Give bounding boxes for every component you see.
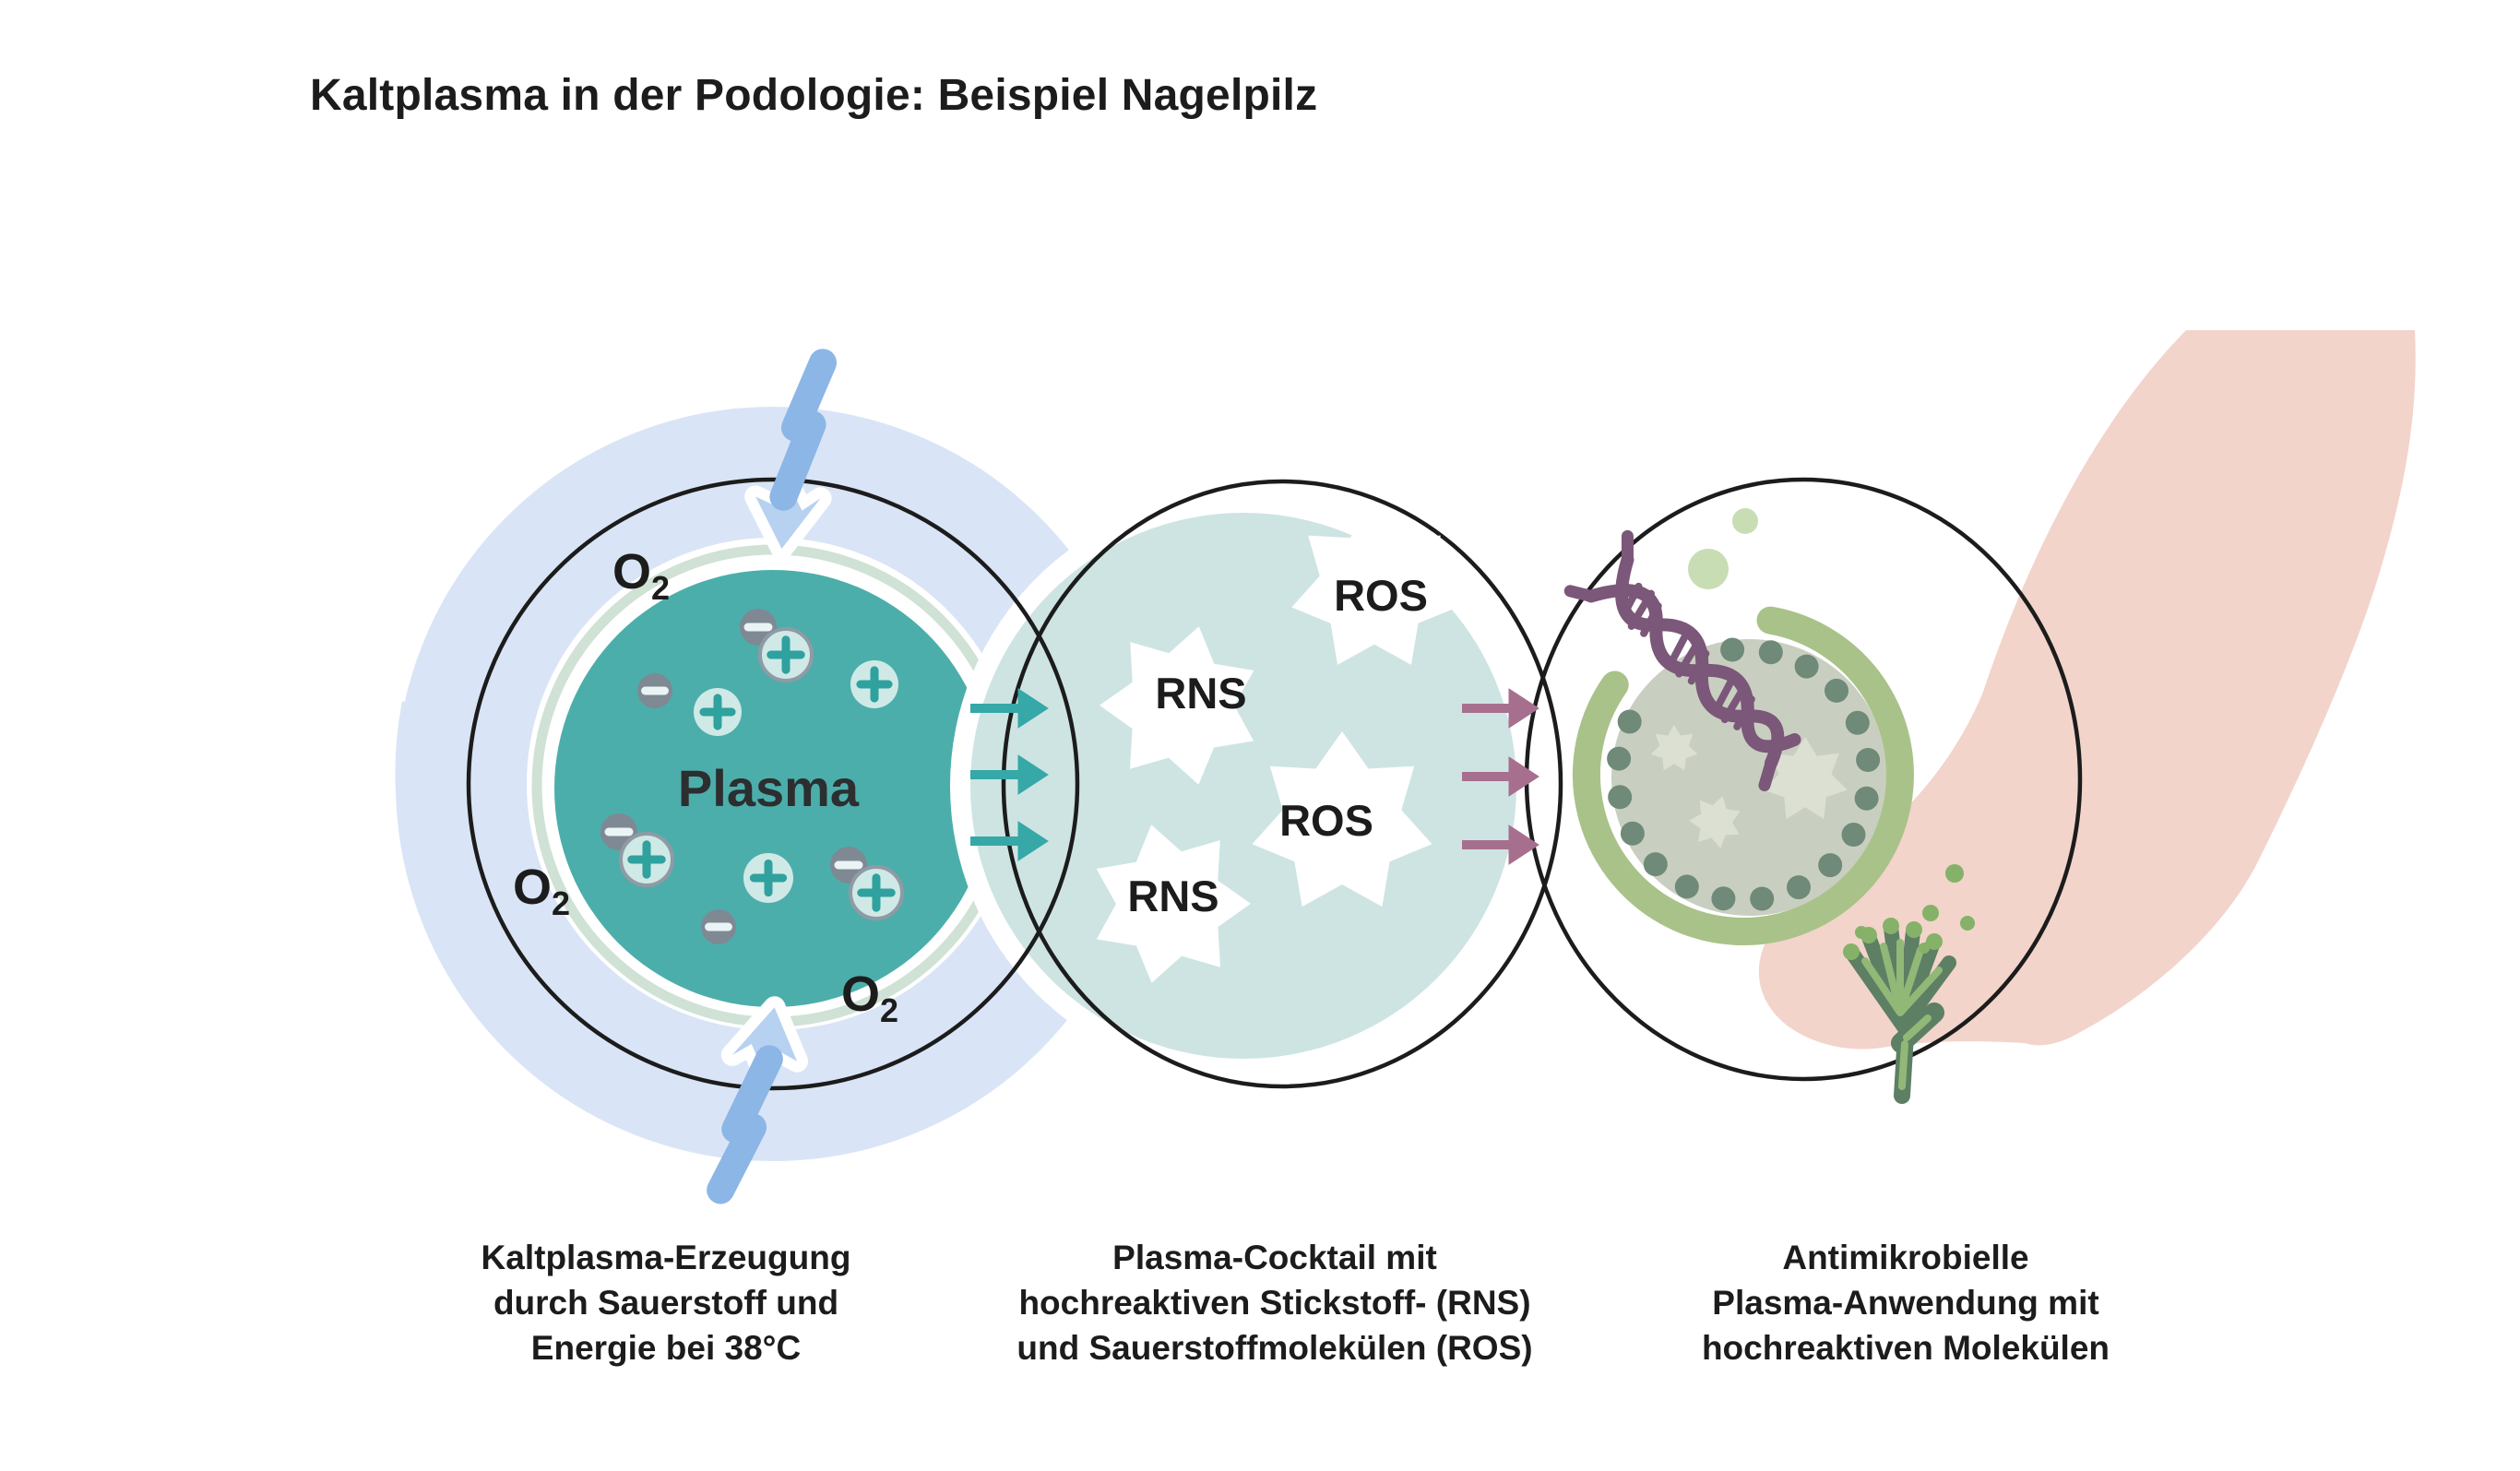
microbe-icon — [1563, 508, 1914, 945]
plasma-charges — [600, 609, 904, 944]
microbe-star — [1650, 725, 1698, 771]
microbe-dot — [1617, 709, 1642, 734]
burst-star — [1291, 504, 1457, 665]
microbe-star — [1763, 737, 1848, 820]
ros-label-top: ROS — [1334, 571, 1428, 620]
microbe-dot — [1750, 886, 1775, 911]
arrow-right-icon — [970, 821, 1049, 861]
outer-gas-ring-swoosh — [395, 701, 587, 1059]
dna-icon — [1563, 529, 1801, 792]
circle-2-outline — [1001, 479, 1563, 1089]
plus-ion-icon — [758, 627, 814, 682]
arrow-right-icon — [970, 754, 1049, 795]
microbe-dot — [1674, 874, 1699, 899]
microbe-dot — [1845, 710, 1870, 735]
microbe-dot — [1720, 637, 1745, 662]
fungus-icon — [1843, 864, 1975, 1104]
microbe-dot — [1643, 852, 1668, 877]
burst-star — [1096, 824, 1251, 983]
o2-label-bottom: O2 — [841, 967, 898, 1029]
microbe-dot — [1608, 785, 1633, 810]
microbe-dot — [1841, 823, 1866, 847]
caption-antimicrobial-application: Antimikrobielle Plasma-Anwendung mit hoc… — [1701, 1239, 2110, 1367]
rns-label-left: RNS — [1155, 669, 1246, 718]
arrow-right-icon — [1462, 688, 1539, 729]
burst-star — [1100, 626, 1254, 785]
plus-ion-icon — [619, 832, 674, 887]
o2-label-top: O2 — [612, 544, 670, 607]
page-title: Kaltplasma in der Podologie: Beispiel Na… — [310, 71, 1318, 120]
caption-plasma-cocktail: Plasma-Cocktail mit hochreaktiven Sticks… — [1016, 1239, 1533, 1367]
plus-ion-icon — [694, 688, 742, 736]
arrow-right-icon — [1462, 824, 1539, 865]
arrow-right-icon — [970, 688, 1049, 729]
bubble-icon — [1732, 508, 1758, 534]
microbe-dot — [1607, 746, 1632, 771]
microbe-green-arc — [1573, 606, 1914, 945]
foot-illustration — [1758, 330, 2416, 1050]
lightning-bolt-icon-bottom — [707, 996, 809, 1204]
minus-ion-icon — [701, 909, 736, 944]
plus-ion-icon — [850, 660, 898, 708]
microbe-body — [1611, 639, 1888, 916]
ros-label-center: ROS — [1279, 796, 1373, 845]
arrow-right-icon — [1462, 756, 1539, 797]
plus-ion-icon — [743, 853, 793, 903]
burst-star — [1252, 731, 1432, 908]
minus-ion-icon — [637, 673, 672, 708]
lightning-bolt-icon-top — [744, 349, 838, 560]
caption-plasma-generation: Kaltplasma-Erzeugung durch Sauerstoff un… — [481, 1239, 851, 1367]
microbe-inner-stars — [1650, 725, 1848, 848]
microbe-dot — [1711, 886, 1736, 911]
microbe-dot — [1758, 640, 1783, 665]
microbe-membrane-dots — [1607, 637, 1881, 911]
fungus-spore-dots — [1855, 864, 1975, 954]
o2-label-left: O2 — [513, 860, 570, 922]
microbe-dot — [1818, 853, 1843, 878]
plus-ion-icon — [849, 865, 904, 920]
microbe-dot — [1825, 678, 1848, 703]
bubble-icon — [1688, 549, 1729, 589]
microbe-dot — [1856, 748, 1881, 772]
rns-label-bottom: RNS — [1127, 872, 1218, 920]
circle-1-outline — [466, 477, 1080, 1091]
microbe-dot — [1794, 654, 1819, 679]
cocktail-to-application-arrows — [1462, 688, 1539, 865]
microbe-dot — [1620, 821, 1645, 846]
microbe-dot — [1787, 875, 1811, 900]
reactive-molecule-bursts — [1096, 504, 1457, 983]
plasma-label: Plasma — [678, 759, 860, 817]
microbe-star — [1689, 796, 1741, 848]
microbe-dot — [1854, 786, 1879, 811]
plasma-to-cocktail-arrows — [970, 688, 1049, 861]
